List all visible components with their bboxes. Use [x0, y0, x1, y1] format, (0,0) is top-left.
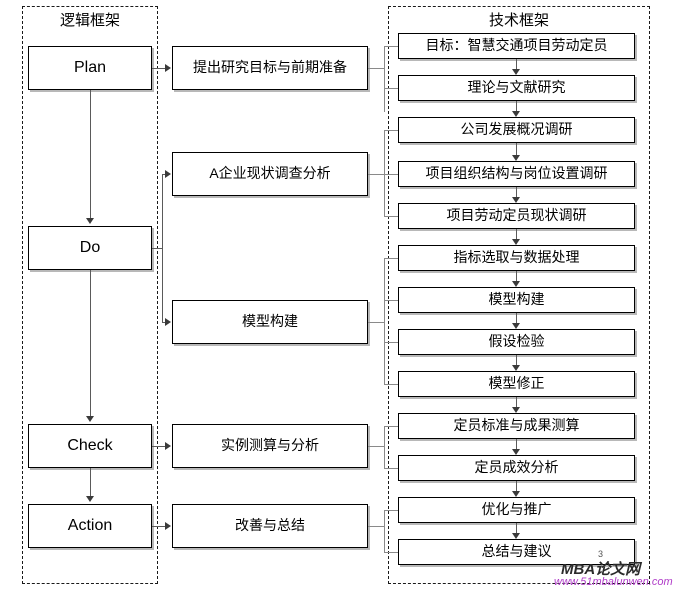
arrowhead-effect [512, 449, 520, 455]
connector-do-to-model [162, 322, 166, 323]
bracket-summary-stem [368, 526, 384, 527]
bracket-survey-arm-2 [384, 174, 398, 175]
bracket-case-stem [368, 446, 384, 447]
bracket-prepare-spine [384, 46, 385, 112]
stage-node-summary[interactable]: 改善与总结 [172, 504, 368, 548]
group-frame-technical [388, 6, 650, 584]
arrowhead-case [165, 442, 171, 450]
arrowhead-hypothesis [512, 323, 520, 329]
bracket-survey-spine [384, 130, 385, 216]
bracket-model-arm-3 [384, 342, 398, 343]
tech-node-model-fix[interactable]: 模型修正 [398, 371, 635, 397]
watermark-brand: MBA论文网 [561, 561, 641, 578]
connector-action-to-summary [152, 526, 166, 527]
connector-check-to-case [152, 446, 166, 447]
connector-effect-to-optimize [516, 481, 517, 491]
bracket-case-arm-2 [384, 468, 398, 469]
group-frame-logic [22, 6, 158, 584]
connector-staffing-to-indicators [516, 229, 517, 239]
tech-node-hypothesis[interactable]: 假设检验 [398, 329, 635, 355]
connector-plan-to-prepare [152, 68, 166, 69]
tech-node-org-structure[interactable]: 项目组织结构与岗位设置调研 [398, 161, 635, 187]
tech-node-indicators[interactable]: 指标选取与数据处理 [398, 245, 635, 271]
tech-node-optimize[interactable]: 优化与推广 [398, 497, 635, 523]
tech-node-goal[interactable]: 目标：智慧交通项目劳动定员 [398, 33, 635, 59]
connector-do-branch-spine [162, 174, 163, 322]
tech-node-effect[interactable]: 定员成效分析 [398, 455, 635, 481]
bracket-prepare-arm-2 [384, 88, 398, 89]
bracket-survey-arm-3 [384, 216, 398, 217]
stage-node-model[interactable]: 模型构建 [172, 300, 368, 344]
group-title-technical: 技术框架 [488, 12, 549, 29]
arrowhead-literature [512, 69, 520, 75]
arrowhead-org-structure [512, 155, 520, 161]
bracket-summary-spine [384, 510, 385, 552]
bracket-prepare-stem [368, 68, 384, 69]
connector-company-to-org [516, 143, 517, 155]
tech-node-standard[interactable]: 定员标准与成果测算 [398, 413, 635, 439]
arrowhead-standard [512, 407, 520, 413]
bracket-model-spine [384, 258, 385, 384]
bracket-model-stem [368, 322, 384, 323]
stage-node-prepare[interactable]: 提出研究目标与前期准备 [172, 46, 368, 90]
logic-node-plan[interactable]: Plan [28, 46, 152, 90]
arrowhead-do [86, 218, 94, 224]
tech-node-literature[interactable]: 理论与文献研究 [398, 75, 635, 101]
bracket-summary-arm-2 [384, 552, 398, 553]
connector-check-to-action [90, 468, 91, 496]
arrowhead-action [86, 496, 94, 502]
arrowhead-summary [165, 522, 171, 530]
connector-do-stub [152, 248, 162, 249]
tech-node-company[interactable]: 公司发展概况调研 [398, 117, 635, 143]
tech-node-model-build[interactable]: 模型构建 [398, 287, 635, 313]
group-title-logic: 逻辑框架 [59, 12, 120, 29]
arrowhead-prepare [165, 64, 171, 72]
bracket-survey-stem [368, 174, 384, 175]
connector-indicators-to-modelbuild [516, 271, 517, 281]
connector-org-to-staffing [516, 187, 517, 197]
connector-hypothesis-to-modelfix [516, 355, 517, 365]
logic-node-do[interactable]: Do [28, 226, 152, 270]
stage-node-case[interactable]: 实例测算与分析 [172, 424, 368, 468]
logic-node-action[interactable]: Action [28, 504, 152, 548]
bracket-summary-arm-1 [384, 510, 398, 511]
bracket-prepare-arm-1 [384, 46, 398, 47]
bracket-model-arm-1 [384, 258, 398, 259]
bracket-case-arm-1 [384, 426, 398, 427]
arrowhead-survey [165, 170, 171, 178]
connector-plan-to-do [90, 90, 91, 218]
arrowhead-staffing [512, 197, 520, 203]
connector-do-to-survey [162, 174, 166, 175]
bracket-case-spine [384, 426, 385, 468]
connector-goal-to-literature [516, 59, 517, 69]
arrowhead-company [512, 111, 520, 117]
connector-modelbuild-to-hypothesis [516, 313, 517, 323]
stage-node-survey[interactable]: A企业现状调查分析 [172, 152, 368, 196]
connector-standard-to-effect [516, 439, 517, 449]
arrowhead-indicators [512, 239, 520, 245]
logic-node-check[interactable]: Check [28, 424, 152, 468]
connector-do-to-check [90, 270, 91, 416]
arrowhead-model-fix [512, 365, 520, 371]
watermark-url: www.51mbalunwen.com [554, 576, 673, 588]
arrowhead-model-build [512, 281, 520, 287]
bracket-model-arm-4 [384, 384, 398, 385]
bracket-model-arm-2 [384, 300, 398, 301]
arrowhead-optimize [512, 491, 520, 497]
arrowhead-model [165, 318, 171, 326]
tech-node-staffing[interactable]: 项目劳动定员现状调研 [398, 203, 635, 229]
arrowhead-check [86, 416, 94, 422]
connector-modelfix-to-standard [516, 397, 517, 407]
connector-literature-to-company [516, 101, 517, 111]
bracket-survey-arm-1 [384, 130, 398, 131]
page-number: 3 [598, 549, 604, 559]
connector-optimize-to-conclusion [516, 523, 517, 533]
tech-node-conclusion[interactable]: 总结与建议 [398, 539, 635, 565]
arrowhead-conclusion [512, 533, 520, 539]
